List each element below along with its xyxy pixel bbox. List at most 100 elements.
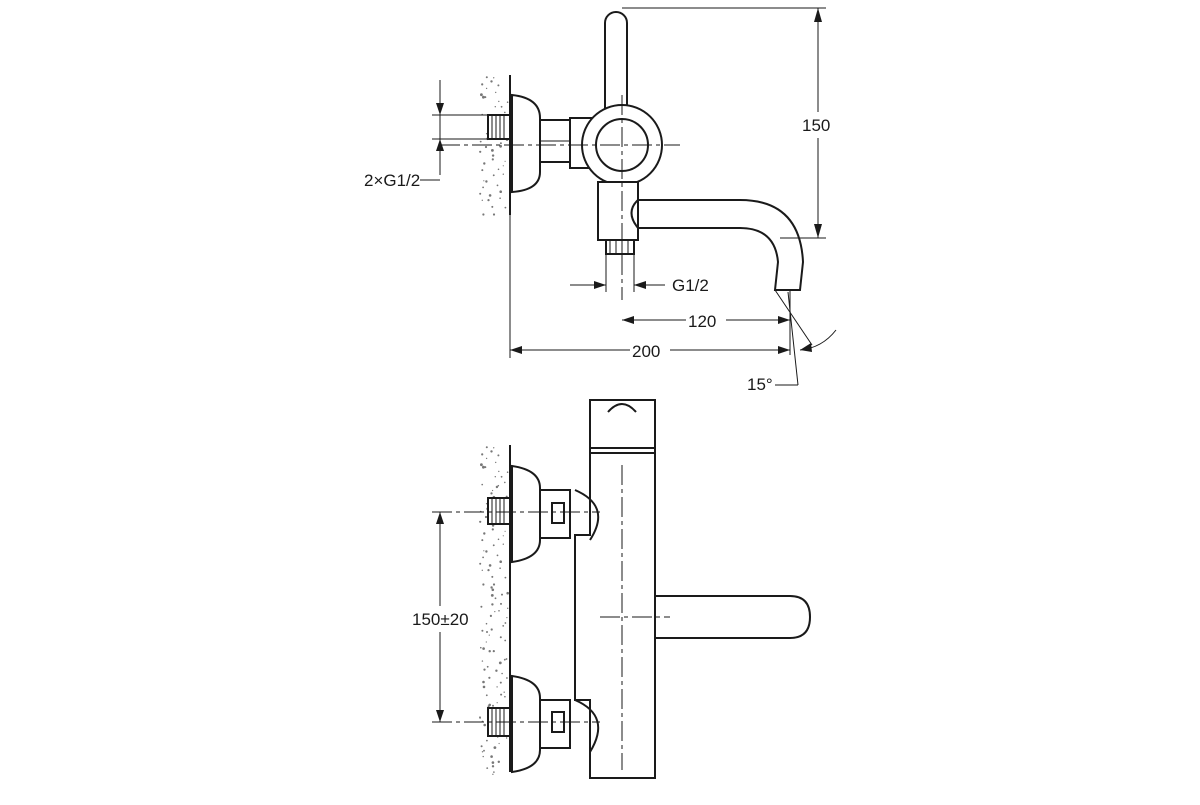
mixer-body-side <box>569 11 663 186</box>
wall-hatch-dot <box>490 755 493 758</box>
wall-hatch-dot <box>497 760 500 763</box>
wall-hatch-dot <box>490 586 493 589</box>
wall-hatch-dot <box>486 665 489 668</box>
wall-hatch-dot <box>481 751 484 753</box>
label-height: 150 <box>802 116 830 135</box>
wall-hatch-dot <box>490 628 493 631</box>
wall-hatch-dot <box>493 77 495 79</box>
wall-hatch-dot <box>480 745 483 748</box>
wall-hatch-dot <box>486 767 489 769</box>
wall-hatch-dot <box>500 693 503 696</box>
wall-hatch-dot <box>485 503 488 505</box>
dim-spout-angle: 15° <box>747 289 837 394</box>
wall-hatch-dot <box>490 594 494 597</box>
wall-hatch-dot <box>491 588 495 592</box>
label-spout-projection: 120 <box>688 312 716 331</box>
wall-hatch-dot <box>480 463 483 467</box>
wall-hatch-dot <box>484 96 487 99</box>
wall-hatch-dot <box>494 476 496 478</box>
wall-hatch-dot <box>494 597 497 600</box>
front-view: 150±20 <box>410 399 812 779</box>
wall-hatch-dot <box>481 199 483 201</box>
wall-hatch-dot <box>506 591 510 595</box>
wall-hatch-dot <box>496 686 498 688</box>
dim-inlet-thread: 2×G1/2 <box>364 80 488 190</box>
wall-hatch-dot <box>481 83 484 86</box>
wall-hatch-dot <box>494 611 496 613</box>
wall-hatch-dot <box>502 625 505 627</box>
wall-hatch-dot <box>483 180 485 182</box>
wall-hatch-dot <box>499 636 502 639</box>
wall-hatch-dot <box>504 622 507 624</box>
wall-hatch-dot <box>491 761 495 764</box>
wall-hatch-dot <box>484 515 488 519</box>
wall-hatch-dot <box>504 576 507 579</box>
wall-hatch-dot <box>482 685 486 689</box>
wall-hatch-dot <box>481 483 484 486</box>
wall-hatch-dot <box>504 639 507 642</box>
wall-hatch-dot <box>495 669 498 672</box>
wall-hatch-dot <box>496 184 499 187</box>
wall-hatch-dot <box>497 484 500 487</box>
wall-hatch-dot <box>480 93 483 97</box>
wall-hatch-dot <box>499 567 501 569</box>
wall-hatch-dot <box>490 450 493 453</box>
wall-hatch-dot <box>496 702 498 704</box>
wall-hatch-dot <box>485 641 487 643</box>
wall-hatch-dot <box>505 658 508 660</box>
wall-hatch-dot <box>499 190 503 193</box>
spout-side <box>597 181 805 291</box>
wall-hatch-dot <box>479 520 482 523</box>
wall-hatch-dot <box>488 564 492 567</box>
wall-hatch-dot <box>492 174 495 177</box>
wall-hatch-dot <box>481 169 484 172</box>
wall-hatch-dot <box>504 481 506 484</box>
wall-hatch-dot <box>499 560 503 563</box>
wall-hatch-dot <box>479 192 482 195</box>
wall-hatch-dot <box>479 717 481 719</box>
wall-hatch-dot <box>481 660 484 662</box>
wall-hatch-dot <box>502 543 504 545</box>
wall-hatch-dot <box>492 213 496 216</box>
dim-spout-projection: 120 <box>622 290 791 355</box>
wall-hatch-dot <box>482 583 485 586</box>
wall-hatch-dot <box>483 749 485 752</box>
wall-hatch-dot <box>481 453 484 456</box>
wall-hatch-dot <box>491 528 494 531</box>
wall-hatch-dot <box>485 446 488 449</box>
wall-hatch-dot <box>506 617 508 619</box>
wall-hatch-dot <box>493 447 495 449</box>
wall-hatch-dot <box>502 535 504 537</box>
wall-hatch-dot <box>480 646 482 649</box>
wall-hatch-dot <box>488 676 491 679</box>
wall-hatch-dot <box>504 160 506 162</box>
wall-hatch-dot <box>502 165 504 167</box>
wall-hatch-dot <box>485 76 488 79</box>
wall-hatch-dot <box>486 631 488 633</box>
wall-hatch-dot <box>492 704 494 707</box>
wall-hatch-dot <box>492 489 494 492</box>
wall-hatch-dot <box>482 680 485 684</box>
wall-hatch-dot <box>504 695 506 698</box>
lower-inlet <box>432 674 600 774</box>
wall-hatch-dot <box>506 471 509 474</box>
wall-hatch-dot <box>502 173 504 175</box>
wall-hatch-dot <box>500 475 503 478</box>
wall-hatch-dot <box>494 106 496 108</box>
wall-hatch-dot <box>491 149 494 152</box>
wall-hatch-dot <box>504 206 507 209</box>
inlet-thread-side <box>487 114 511 140</box>
wall-hatch-dot <box>487 569 490 572</box>
wall-hatch-dot <box>481 539 484 542</box>
wall-hatch-dot <box>497 454 500 457</box>
label-inlet-spacing: 150±20 <box>412 610 469 629</box>
mixer-body-front <box>574 399 656 779</box>
wall-hatch-dot <box>482 465 485 469</box>
wall-hatch-dot <box>483 532 486 535</box>
wall-hatch-dot <box>488 650 491 653</box>
wall-hatch-dot <box>500 105 503 108</box>
wall-hatch-dot <box>487 199 490 202</box>
wall-hatch-dot <box>498 742 500 745</box>
wall-hatch-dot <box>493 746 497 749</box>
